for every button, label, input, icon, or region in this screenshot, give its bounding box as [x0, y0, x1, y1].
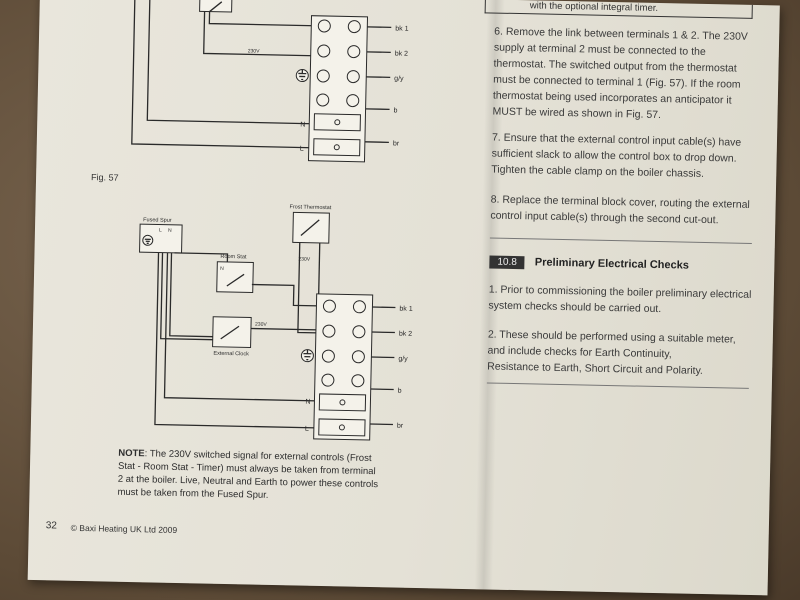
top-term-gy: g/y: [394, 75, 404, 82]
bottom-terminal-screws: [318, 299, 367, 437]
section-rule-top: [489, 237, 752, 244]
frost-thermostat-box: [292, 211, 330, 244]
external-clock-box: [212, 316, 252, 348]
top-230v-label: 230V: [248, 48, 260, 54]
page-number: 32: [45, 520, 58, 532]
bottom-wire-n: [163, 252, 317, 402]
bottom-l-label: L: [305, 426, 309, 433]
top-term-b: b: [393, 107, 397, 114]
fig-label: Fig. 57: [90, 172, 119, 183]
top-partial-text: with the optional integral timer.: [529, 0, 659, 14]
bottom-term-gy: g/y: [398, 356, 408, 363]
step-6: 6. Remove the link between terminals 1 &…: [492, 24, 759, 126]
step-7: 7. Ensure that the external control inpu…: [491, 130, 757, 184]
top-term-br: br: [393, 140, 400, 147]
bottom-term-br: br: [397, 423, 404, 430]
note-label: NOTE: [118, 447, 145, 460]
wiring-diagrams: 230V bk 1 bk 2 g/y: [131, 0, 413, 441]
step-8-text: 8. Replace the terminal block cover, rou…: [490, 193, 750, 227]
bottom-n-label: N: [305, 399, 310, 406]
fused-spur-label: Fused Spur: [143, 217, 172, 224]
bottom-terminal-block: [313, 293, 374, 441]
top-wire-l: [131, 0, 312, 149]
bottom-term-b: b: [398, 388, 402, 395]
top-note-box: with the optional integral timer.: [484, 0, 753, 19]
top-wire-n: [146, 0, 313, 125]
top-l-label: L: [300, 145, 304, 152]
room-stat-label: Room Stat: [220, 254, 247, 261]
bottom-230v-b: 230V: [298, 256, 310, 262]
top-term-bk1: bk 1: [395, 25, 408, 32]
section-rule-bottom: [486, 382, 749, 389]
top-n-label: N: [300, 121, 305, 128]
external-clock-label: External Clock: [213, 351, 249, 358]
fused-spur-l: L: [159, 228, 162, 234]
top-terminal-screws: [313, 19, 361, 157]
top-earth-icon: [295, 69, 309, 83]
room-stat-box: [216, 261, 254, 294]
fused-spur-box: [139, 223, 183, 254]
top-switch-box: [199, 0, 233, 13]
bottom-term-bk1: bk 1: [399, 306, 412, 313]
check-2: 2. These should be performed using a sui…: [487, 326, 753, 380]
manual-page: with the optional integral timer. 230V: [27, 0, 780, 596]
bottom-wire-l: [154, 252, 316, 429]
section-header: 10.8 Preliminary Electrical Checks: [489, 253, 689, 273]
step-7-text: 7. Ensure that the external control inpu…: [491, 131, 742, 180]
step-8: 8. Replace the terminal block cover, rou…: [490, 191, 756, 229]
top-wire-b: [203, 0, 314, 57]
fused-spur-n: N: [168, 228, 172, 234]
note-block: NOTE: The 230V switched signal for exter…: [117, 447, 383, 505]
spur-earth-icon: [142, 234, 154, 246]
diagram-bottom: Fused Spur L N Frost Thermostat Room Sta…: [139, 204, 413, 441]
bottom-230v-a: 230V: [255, 322, 267, 328]
check-1: 1. Prior to commissioning the boiler pre…: [488, 281, 754, 319]
note-text: : The 230V switched signal for external …: [117, 448, 379, 501]
copyright: © Baxi Heating UK Ltd 2009: [70, 522, 178, 535]
section-number: 10.8: [489, 254, 526, 269]
step-6-text: 6. Remove the link between terminals 1 &…: [492, 25, 749, 122]
room-stat-n: N: [220, 266, 224, 272]
diagram-top: 230V bk 1 bk 2 g/y: [131, 0, 409, 163]
frost-thermostat-label: Frost Thermostat: [289, 204, 331, 211]
check-1-text: 1. Prior to commissioning the boiler pre…: [488, 283, 752, 316]
section-title: Preliminary Electrical Checks: [534, 256, 690, 272]
bottom-term-bk2: bk 2: [399, 331, 412, 338]
top-term-bk2: bk 2: [395, 50, 408, 57]
